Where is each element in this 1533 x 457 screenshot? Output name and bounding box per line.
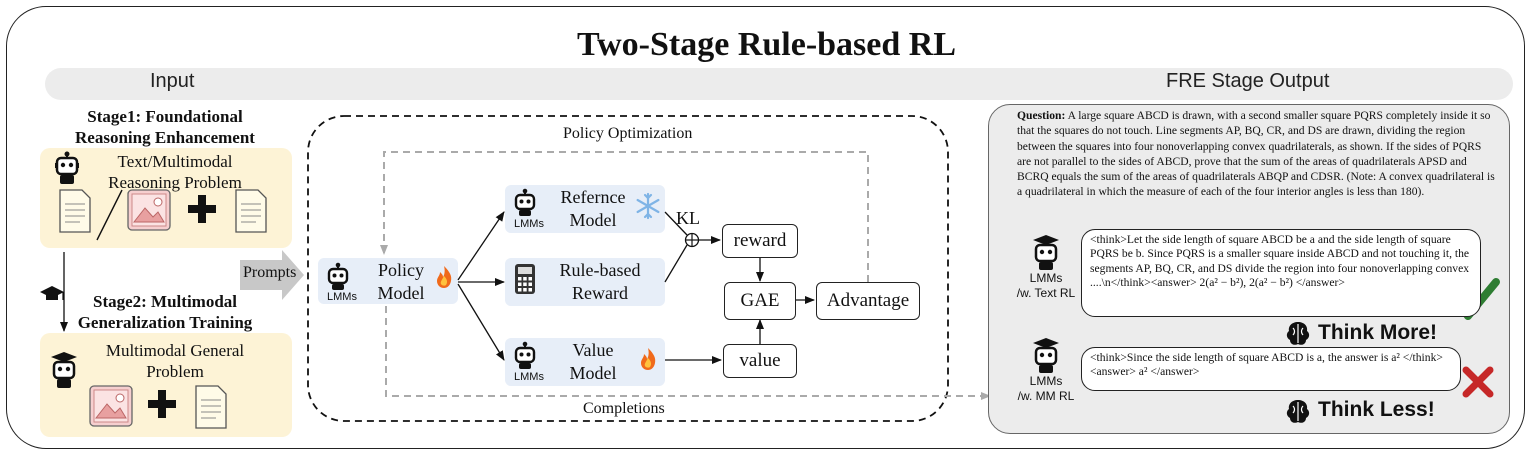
plus-icon [188, 195, 216, 223]
reference-model-line2: Model [569, 210, 617, 230]
robot-icon [514, 188, 536, 216]
completions-label: Completions [583, 400, 665, 417]
text-rl-model-label: LMMs /w. Text RL [1003, 271, 1089, 301]
robot-with-cap-icon [1033, 338, 1059, 373]
reference-to-kl-line [664, 211, 688, 236]
reward-to-kl-line [664, 244, 688, 283]
mm-rl-model-label: LMMs /w. MM RL [1003, 374, 1089, 404]
text-rl-response-bubble: <think>Let the side length of square ABC… [1081, 229, 1481, 317]
rule-reward-line1: Rule-based [559, 260, 641, 280]
figure-title: Two-Stage Rule-based RL [576, 26, 957, 63]
rule-reward-line2: Reward [572, 283, 628, 303]
stage1-title: Stage1: Foundational Reasoning Enhanceme… [60, 106, 270, 148]
fire-icon [641, 348, 656, 370]
document-icon [195, 385, 227, 429]
document-icon [59, 189, 91, 233]
kl-label: KL [676, 208, 700, 228]
stage1-title-line1: Stage1: Foundational [87, 107, 243, 126]
snowflake-icon [636, 192, 660, 220]
plus-icon [148, 390, 176, 418]
value-lmms-label: LMMs [514, 371, 544, 383]
robot-icon [327, 262, 349, 290]
stage2-box-line2: Problem [146, 362, 204, 381]
reference-model-line1: Refernce [560, 187, 626, 207]
brain-icon [1286, 400, 1310, 423]
stage2-box-text: Multimodal General Problem [80, 340, 270, 382]
value-model-line1: Value [572, 340, 614, 360]
gae-box: GAE [724, 282, 796, 320]
policy-to-value-arrow [457, 283, 505, 361]
reference-lmms-label: LMMs [514, 218, 544, 230]
robot-with-cap-icon [51, 352, 77, 388]
input-header: Input [150, 70, 195, 92]
think-less-label: Think Less! [1318, 398, 1435, 421]
stage2-title-line1: Stage2: Multimodal [92, 292, 238, 311]
image-icon [89, 385, 133, 427]
question-label: Question: [1017, 109, 1066, 122]
robot-icon [514, 341, 536, 369]
stage1-box-line2: Reasoning Problem [108, 173, 242, 192]
policy-lmms-label: LMMs [327, 291, 357, 303]
mm-rl-model-line2: /w. MM RL [1017, 389, 1075, 403]
think-more-label: Think More! [1318, 321, 1437, 344]
policy-model-line2: Model [377, 283, 425, 303]
header-band [45, 68, 1513, 100]
prompts-label: Prompts [243, 264, 297, 281]
fire-icon [437, 266, 452, 288]
reference-model-label: Refernce Model [548, 186, 638, 232]
stage2-box-line1: Multimodal General [105, 341, 245, 360]
policy-optimization-label: Policy Optimization [563, 125, 693, 142]
stage1-title-line2: Reasoning Enhancement [75, 128, 255, 147]
stage2-input-box [40, 333, 292, 437]
robot-icon [55, 151, 79, 184]
output-header: FRE Stage Output [1166, 70, 1330, 92]
mm-rl-response-bubble: <think>Since the side length of square A… [1081, 347, 1461, 391]
prompts-arrow [240, 250, 304, 300]
stage2-title: Stage2: Multimodal Generalization Traini… [60, 291, 270, 333]
brain-icon [1286, 322, 1310, 345]
cross-icon [1462, 366, 1494, 398]
question-text: Question: A large square ABCD is drawn, … [1017, 108, 1495, 200]
rule-reward-label: Rule-based Reward [540, 259, 660, 305]
policy-model-label: Policy Model [362, 259, 440, 305]
calculator-icon [515, 264, 535, 294]
stage2-title-line2: Generalization Training [77, 313, 253, 332]
outer-frame [6, 6, 1525, 449]
advantage-feedback-loop [380, 151, 869, 282]
value-box: value [723, 344, 797, 378]
text-rl-model-line2: /w. Text RL [1016, 286, 1076, 300]
value-model-line2: Model [569, 363, 617, 383]
document-icon [235, 189, 267, 233]
question-body: A large square ABCD is drawn, with a sec… [1017, 109, 1495, 199]
robot-with-cap-icon [1033, 235, 1059, 270]
reward-box: reward [722, 224, 798, 258]
policy-to-reference-arrow [457, 211, 505, 281]
slash-divider [96, 189, 123, 241]
mm-rl-model-line1: LMMs [1029, 374, 1063, 388]
stage1-box-text: Text/Multimodal Reasoning Problem [80, 151, 270, 193]
image-icon [127, 189, 171, 231]
value-model-label: Value Model [548, 339, 638, 385]
stage1-box-line1: Text/Multimodal [117, 152, 233, 171]
graduation-cap-icon [40, 286, 64, 300]
completions-flow [385, 306, 991, 400]
text-rl-model-line1: LMMs [1029, 271, 1063, 285]
advantage-box: Advantage [816, 282, 920, 320]
policy-model-line1: Policy [377, 260, 424, 280]
